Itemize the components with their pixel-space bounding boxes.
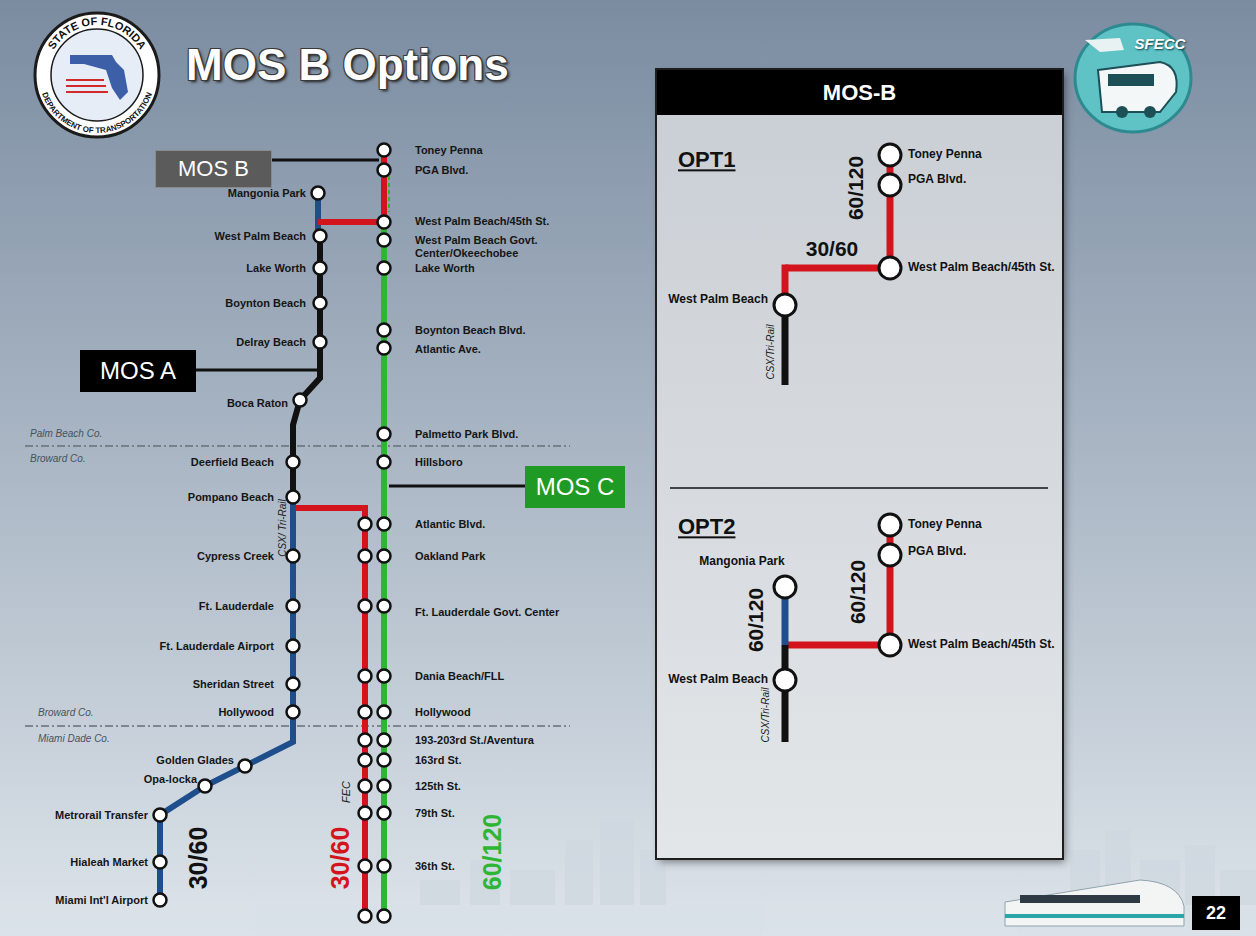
station-name: Atlantic Blvd. [415,518,485,531]
seal-text: DEPARTMENT OF TRANSPORTATION [40,91,154,135]
logo-text: SFECC [1135,35,1186,52]
station-name: 163rd St. [415,754,461,767]
county-name: Miami Dade Co. [38,733,110,745]
station-name: 125th St. [415,780,461,793]
station-name: West Palm Beach [214,230,306,243]
slide-title: MOS B Options [186,40,509,90]
frequency-label: 30/60 [806,237,859,261]
seal-text: STATE OF FLORIDA [45,15,149,51]
station-name: Mangonia Park [699,555,784,569]
frequency-label: 30/60 [184,827,213,890]
station-name: Hillsboro [415,456,463,469]
box-text: MOS C [536,473,615,501]
station-name: Dania Beach/FLL [415,670,504,683]
segment-box: MOS C [525,466,625,508]
station-name: Palmetto Park Blvd. [415,428,518,441]
skyline [0,820,1256,936]
county-name: Broward Co. [38,707,94,719]
station-name: Opa-locka [144,773,197,786]
sfecc-logo [1075,24,1191,132]
station-name: Golden Glades [156,754,234,767]
box-text: MOS A [100,357,176,385]
station-name: Mangonia Park [228,187,306,200]
train-picture [1005,880,1184,926]
station-name: Ft. Lauderdale Airport [160,640,275,653]
station-name: Lake Worth [246,262,306,275]
county-name: Palm Beach Co. [30,428,102,440]
station-name: Sheridan Street [193,678,274,691]
station-name: Pompano Beach [188,491,274,504]
station-name: West Palm Beach/45th St. [415,215,549,228]
station-name: Oakland Park [415,550,485,563]
county-line [25,446,570,726]
panel-title: MOS-B [823,80,896,106]
seal-text: STATE OF FLORIDA [45,15,149,51]
station-name: Toney Penna [415,144,483,157]
rail-line [160,148,384,918]
rail-line [388,176,390,212]
option-heading: OPT1 [678,147,735,172]
station-name: Atlantic Ave. [415,343,481,356]
station-name: Toney Penna [908,148,982,162]
station-name: Delray Beach [236,336,306,349]
line-name: CSX/Tri-Rail [765,325,777,380]
station-name: PGA Blvd. [908,545,966,559]
box-text: 22 [1206,903,1226,924]
station-name: Miami Int'l Airport [55,894,148,907]
station-name: Hialeah Market [70,856,148,869]
station-name: Cypress Creek [197,550,274,563]
station-name: Hollywood [218,706,274,719]
station-name: Hollywood [415,706,471,719]
station-name: Ft. Lauderdale Govt. Center [415,606,565,619]
panel-header: MOS-B [657,70,1062,115]
line-name: CSX/ Tri-Rail [277,499,289,557]
segment-box: MOS A [80,350,196,392]
page-number-box: 22 [1192,896,1240,930]
station-name: 193-203rd St./Aventura [415,734,534,747]
leader-line [196,160,525,486]
option-heading: OPT2 [678,514,735,539]
seal-text: DEPARTMENT OF TRANSPORTATION [40,91,154,135]
station-name: Deerfield Beach [191,456,274,469]
station-name: Metrorail Transfer [55,809,148,822]
station-name: West Palm Beach Govt. Center/Okeechobee [415,234,580,259]
station-name: West Palm Beach [668,293,768,307]
station-name: West Palm Beach/45th St. [908,261,1055,275]
frequency-label: 30/60 [326,827,355,890]
station-name: PGA Blvd. [908,173,966,187]
county-name: Broward Co. [30,453,86,465]
fdot-seal: STATE OF FLORIDA DEPARTMENT OF TRANSPORT… [35,13,159,137]
station-name: Boca Raton [227,397,288,410]
frequency-label: 60/120 [744,588,768,652]
station-name: Ft. Lauderdale [199,600,274,613]
station-name: Boynton Beach [225,297,306,310]
station-name: 79th St. [415,807,455,820]
frequency-label: 60/120 [844,156,868,220]
station-name: 36th St. [415,860,455,873]
station-name: West Palm Beach [668,673,768,687]
line-name: FEC [340,781,353,803]
line-name: CSX/Tri-Rail [760,688,772,743]
box-text: MOS B [178,156,249,182]
frequency-label: 60/120 [846,560,870,624]
segment-box: MOS B [155,150,272,188]
station-name: West Palm Beach/45th St. [908,638,1055,652]
frequency-label: 60/120 [478,814,507,890]
station-name: Lake Worth [415,262,475,275]
station-name: Boynton Beach Blvd. [415,324,526,337]
station-name: Toney Penna [908,518,982,532]
station-name: PGA Blvd. [415,164,468,177]
station-dot [154,144,391,923]
